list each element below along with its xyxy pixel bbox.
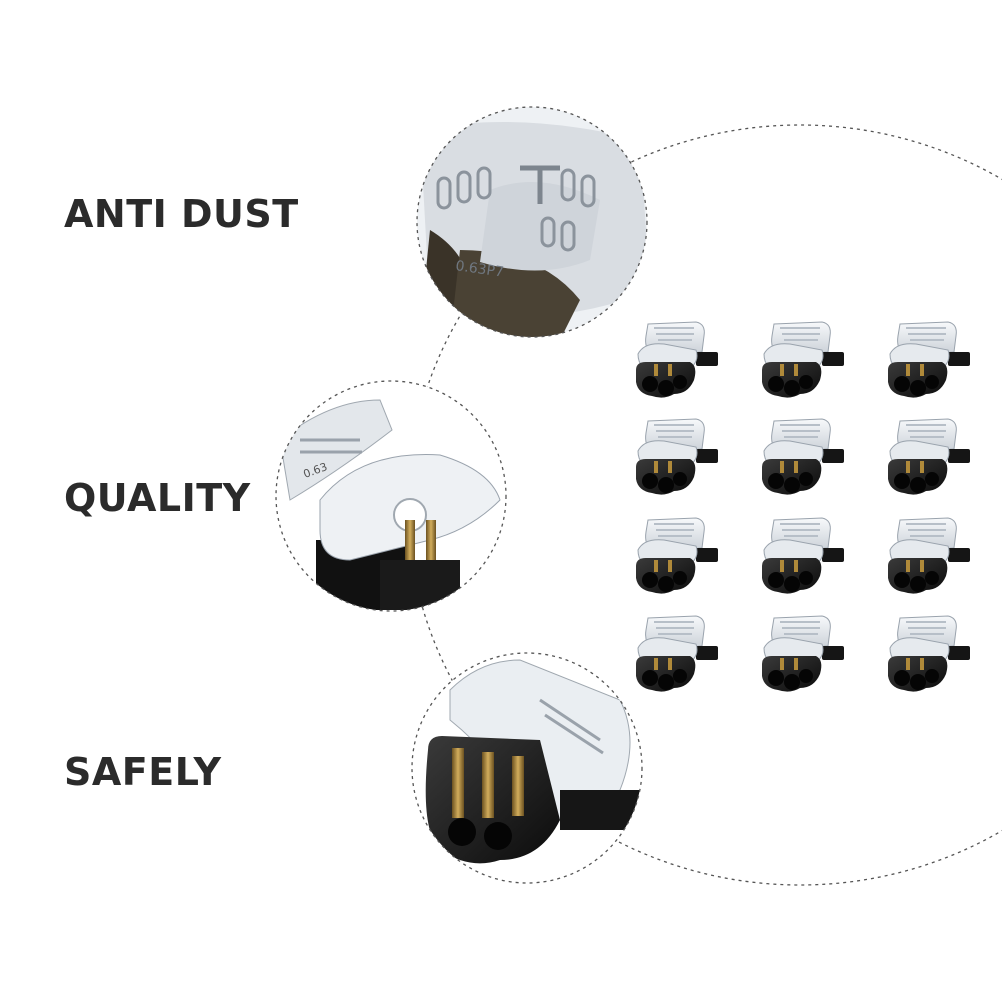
part-code-text: 0.63P7 <box>454 258 504 281</box>
connector-item <box>887 321 971 399</box>
connector-item <box>635 615 719 693</box>
closeup-anti-dust-image: 0.63P7 <box>416 106 648 338</box>
connector-item <box>761 517 845 595</box>
connector-item <box>635 418 719 496</box>
connector-item <box>635 321 719 399</box>
feature-label-safely: SAFELY <box>64 750 222 794</box>
connector-item <box>761 615 845 693</box>
connector-item <box>887 615 971 693</box>
connector-item <box>887 517 971 595</box>
feature-label-quality: QUALITY <box>64 476 251 520</box>
connector-grid <box>635 321 971 693</box>
closeup-safely-image <box>411 652 643 884</box>
connector-item <box>887 418 971 496</box>
connector-item <box>761 321 845 399</box>
connector-item <box>635 517 719 595</box>
closeup-quality-image: 0.63 <box>275 380 507 612</box>
connector-item <box>761 418 845 496</box>
feature-label-anti-dust: ANTI DUST <box>64 192 299 236</box>
